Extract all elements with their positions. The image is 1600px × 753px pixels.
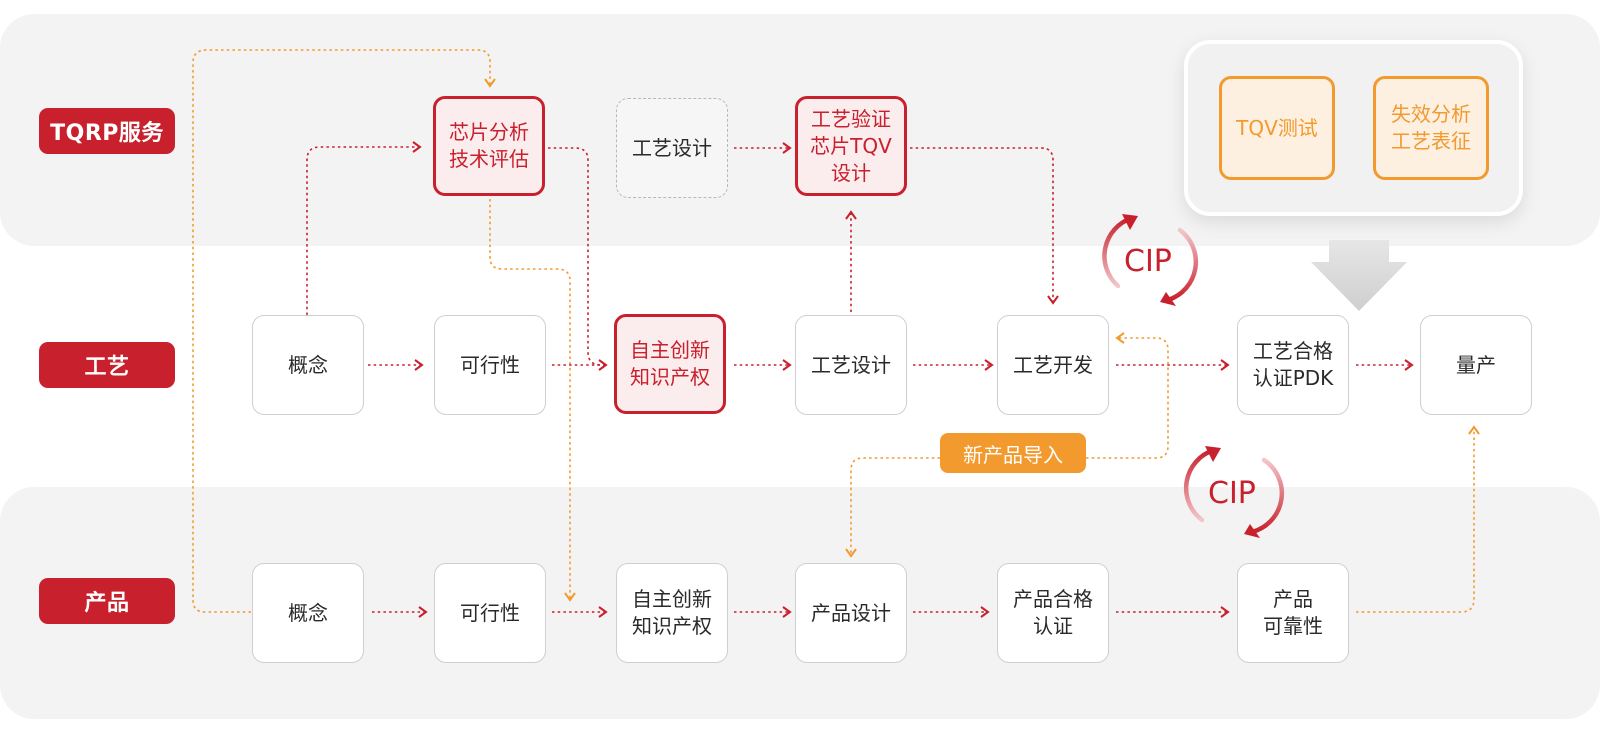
box-product-feasibility: 可行性 bbox=[434, 563, 546, 663]
link-process-concept-to-chip-eval bbox=[306, 141, 422, 315]
link-chip-eval-to-product-ip bbox=[489, 199, 576, 602]
cip-cycle-lower bbox=[1183, 446, 1285, 538]
npi-label: 新产品导入 bbox=[940, 433, 1086, 473]
cip-label-lower: CIP bbox=[1208, 476, 1256, 511]
cip-cycle-upper bbox=[1102, 214, 1199, 306]
box-process-concept: 概念 bbox=[252, 315, 364, 415]
box-tqv-test: TQV测试 bbox=[1219, 76, 1335, 180]
row-label-product: 产品 bbox=[39, 578, 175, 624]
box-product-concept: 概念 bbox=[252, 563, 364, 663]
cip-label-upper: CIP bbox=[1124, 244, 1172, 279]
big-down-arrow bbox=[1311, 240, 1407, 311]
box-product-design: 产品设计 bbox=[795, 563, 907, 663]
box-process-ip: 自主创新 知识产权 bbox=[614, 314, 726, 414]
box-tqrp-process-design: 工艺设计 bbox=[616, 98, 728, 198]
row-label-process: 工艺 bbox=[39, 342, 175, 388]
box-process-design: 工艺设计 bbox=[795, 315, 907, 415]
box-chip-analysis-eval: 芯片分析 技术评估 bbox=[433, 96, 545, 196]
box-product-reliability: 产品 可靠性 bbox=[1237, 563, 1349, 663]
box-mass-production: 量产 bbox=[1420, 315, 1532, 415]
row-label-tqrp: TQRP服务 bbox=[39, 108, 175, 154]
box-process-qualify-pdk: 工艺合格 认证PDK bbox=[1237, 315, 1349, 415]
link-verify-to-develop bbox=[910, 147, 1059, 305]
box-failure-analysis: 失效分析 工艺表征 bbox=[1373, 76, 1489, 180]
link-npi-to-product-design bbox=[845, 457, 940, 558]
link-reliability-to-mass bbox=[1356, 425, 1480, 613]
box-process-verify-tqv: 工艺验证 芯片TQV 设计 bbox=[795, 96, 907, 196]
box-product-qualify: 产品合格 认证 bbox=[997, 563, 1109, 663]
link-chip-eval-to-process-ip bbox=[548, 147, 608, 371]
box-process-develop: 工艺开发 bbox=[997, 315, 1109, 415]
box-process-feasibility: 可行性 bbox=[434, 315, 546, 415]
box-product-ip: 自主创新 知识产权 bbox=[616, 563, 728, 663]
link-npi-to-develop bbox=[1086, 332, 1169, 459]
